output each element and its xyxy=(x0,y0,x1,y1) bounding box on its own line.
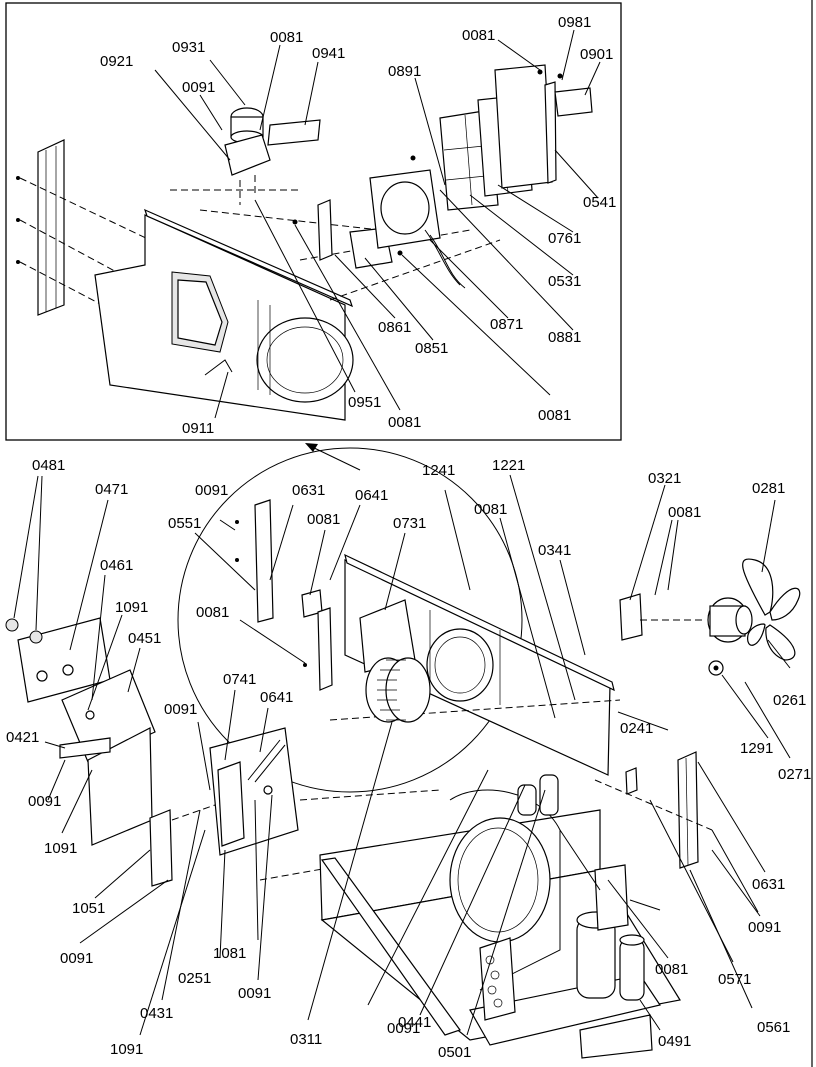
inset-label-18: 0081 xyxy=(388,414,421,431)
main-label-44: 0431 xyxy=(140,1005,173,1022)
inset-label-2: 0941 xyxy=(312,45,345,62)
main-label-39: 0441 xyxy=(398,1014,431,1031)
inset-fan-shroud xyxy=(369,169,466,289)
main-label-25: 0641 xyxy=(260,689,293,706)
main-label-7: 1091 xyxy=(44,840,77,857)
inset-filter-frames xyxy=(439,64,593,211)
circle-small-parts xyxy=(235,499,333,691)
inset-label-17: 0951 xyxy=(348,394,381,411)
blower-wheel xyxy=(365,657,431,723)
main-part-labels: 0481 0471 0461 1091 0451 0421 0091 1091 1051 0091… xyxy=(6,457,811,1061)
main-label-23: 0081 xyxy=(196,604,229,621)
inset-label-15: 0851 xyxy=(415,340,448,357)
main-label-20: 0321 xyxy=(648,470,681,487)
main-label-5: 0421 xyxy=(6,729,39,746)
inset-blower-panel xyxy=(94,189,501,421)
main-label-17: 1221 xyxy=(492,457,525,474)
compressor xyxy=(517,774,661,1001)
main-label-36: 0491 xyxy=(658,1033,691,1050)
main-label-13: 0081 xyxy=(307,511,340,528)
inset-label-19: 0911 xyxy=(182,420,214,437)
main-leaders xyxy=(13,474,791,1036)
main-label-21: 0081 xyxy=(668,504,701,521)
main-label-37: 0501 xyxy=(438,1044,471,1061)
fan-motor-assembly xyxy=(619,558,801,676)
inset-label-3: 0921 xyxy=(100,53,133,70)
main-label-28: 0261 xyxy=(773,692,806,709)
inset-label-6: 0981 xyxy=(558,14,591,31)
inset-label-5: 0081 xyxy=(462,27,495,44)
main-label-33: 0571 xyxy=(718,971,751,988)
zoom-arrowhead xyxy=(305,443,318,452)
main-label-3: 1091 xyxy=(115,599,148,616)
main-label-24: 0741 xyxy=(223,671,256,688)
main-label-1: 0471 xyxy=(95,481,128,498)
main-label-19: 0341 xyxy=(538,542,571,559)
main-label-15: 0731 xyxy=(393,515,426,532)
inset-damper-motor xyxy=(224,107,321,205)
main-label-40: 0311 xyxy=(290,1031,322,1048)
main-label-29: 1291 xyxy=(740,740,773,757)
main-label-38: 0091 xyxy=(387,1020,420,1037)
main-label-45: 1091 xyxy=(110,1041,143,1058)
main-label-43: 0091 xyxy=(238,985,271,1002)
main-label-6: 0091 xyxy=(28,793,61,810)
inset-label-10: 0761 xyxy=(548,230,581,247)
inset-label-13: 0881 xyxy=(548,329,581,346)
inset-leaders xyxy=(154,29,601,419)
main-label-14: 0641 xyxy=(355,487,388,504)
main-label-16: 1241 xyxy=(422,462,455,479)
main-label-42: 1081 xyxy=(213,945,246,962)
control-panel xyxy=(5,617,216,887)
main-label-34: 0561 xyxy=(757,1019,790,1036)
right-side-strip xyxy=(594,751,713,869)
main-label-9: 0091 xyxy=(60,950,93,967)
main-label-41: 0251 xyxy=(178,970,211,987)
inset-label-8: 0891 xyxy=(388,63,421,80)
main-label-10: 0091 xyxy=(195,482,228,499)
main-label-27: 0241 xyxy=(620,720,653,737)
main-label-30: 0271 xyxy=(778,766,811,783)
main-label-32: 0091 xyxy=(748,919,781,936)
inset-label-9: 0541 xyxy=(583,194,616,211)
inset-label-7: 0901 xyxy=(580,46,613,63)
main-label-26: 0091 xyxy=(164,701,197,718)
main-label-11: 0631 xyxy=(292,482,325,499)
main-label-2: 0461 xyxy=(100,557,133,574)
detail-circle xyxy=(177,447,523,793)
inset-label-11: 0531 xyxy=(548,273,581,290)
switch-bracket xyxy=(209,727,299,856)
main-label-4: 0451 xyxy=(128,630,161,647)
inset-label-12: 0871 xyxy=(490,316,523,333)
main-label-12: 0551 xyxy=(168,515,201,532)
main-label-22: 0281 xyxy=(752,480,785,497)
inset-label-14: 0861 xyxy=(378,319,411,336)
inset-label-16: 0081 xyxy=(538,407,571,424)
inset-label-0: 0931 xyxy=(172,39,205,56)
main-label-18: 0081 xyxy=(474,501,507,518)
main-label-8: 1051 xyxy=(72,900,105,917)
main-label-35: 0081 xyxy=(655,961,688,978)
main-label-31: 0631 xyxy=(752,876,785,893)
inset-label-1: 0081 xyxy=(270,29,303,46)
zoom-arrow xyxy=(307,444,361,471)
inset-part-labels: 0931 0081 0941 0921 0091 0081 0981 0901 0891 0541… xyxy=(100,14,616,437)
main-label-0: 0481 xyxy=(32,457,65,474)
inset-label-4: 0091 xyxy=(182,79,215,96)
